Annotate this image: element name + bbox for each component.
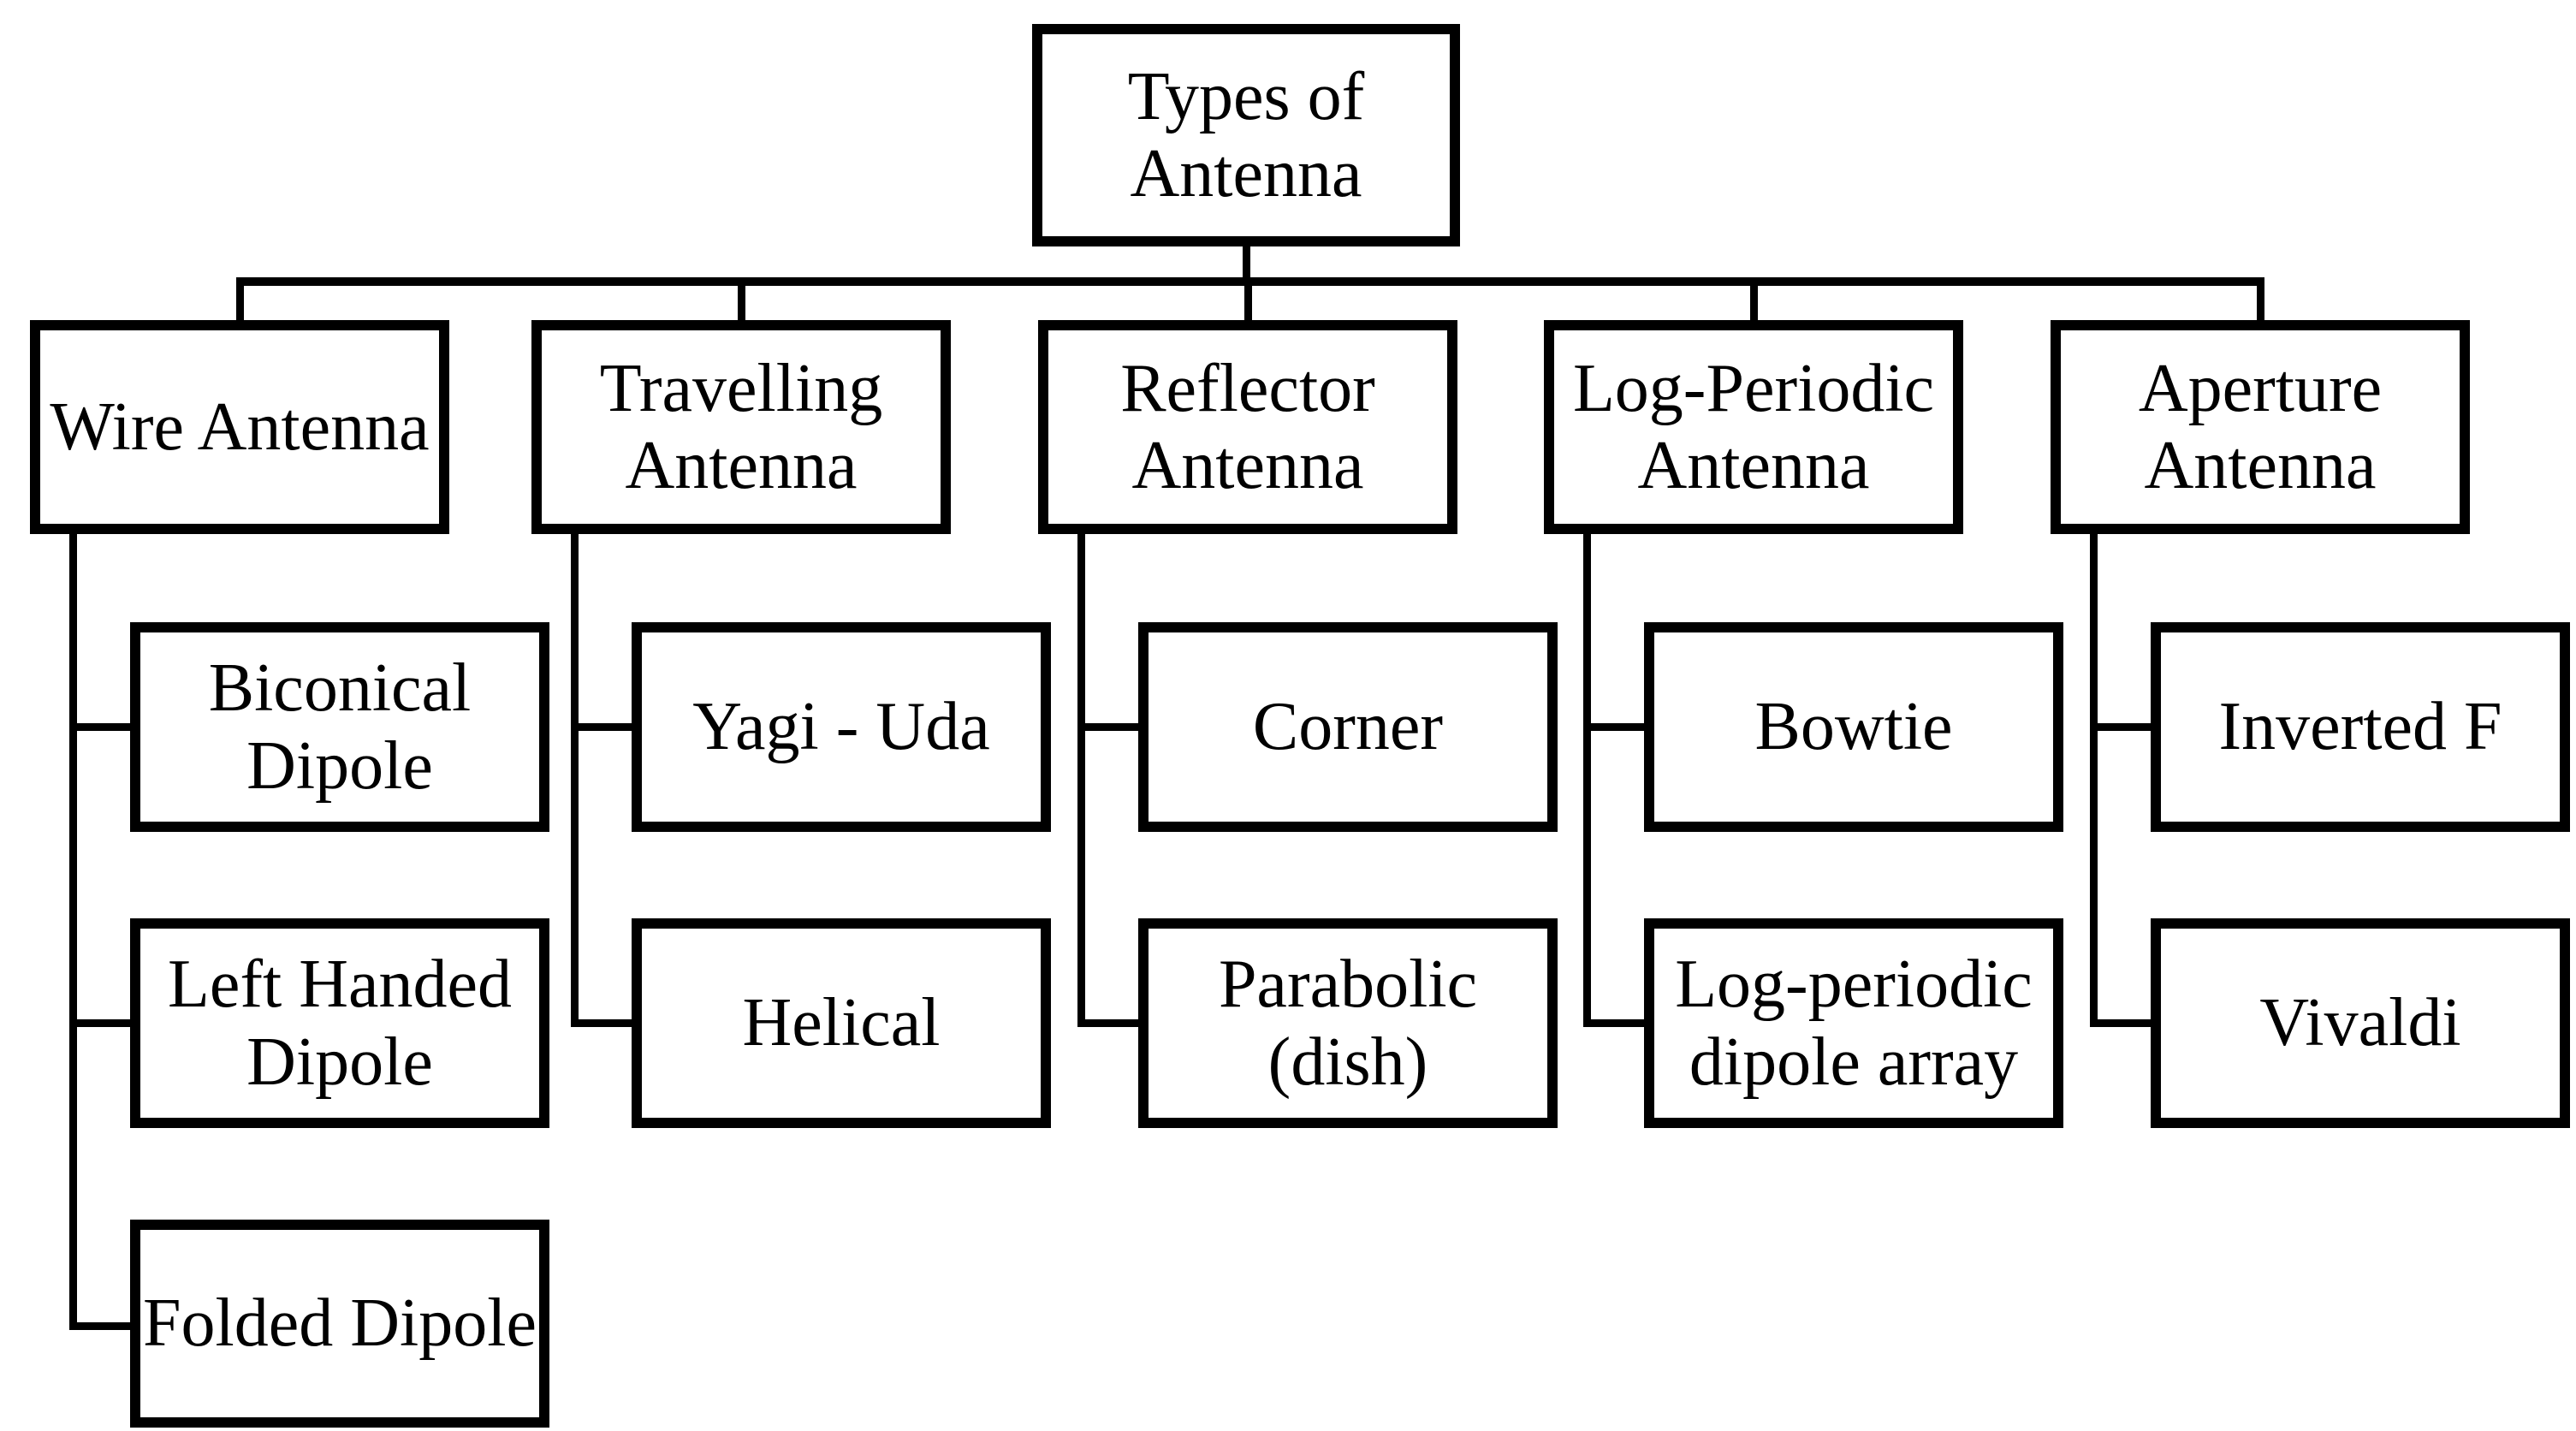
node-folded-dipole: Folded Dipole xyxy=(130,1220,549,1428)
node-label: Folded Dipole xyxy=(143,1286,537,1362)
node-types-of-antenna: Types of Antenna xyxy=(1032,24,1460,246)
node-helical: Helical xyxy=(632,918,1051,1128)
connector-branch-folded-dipole xyxy=(69,1322,134,1330)
node-label: Log-Periodic Antenna xyxy=(1572,350,1935,503)
connector-stub-reflector xyxy=(1244,282,1252,324)
node-label: Bowtie xyxy=(1754,689,1953,765)
node-left-handed-dipole: Left Handed Dipole xyxy=(130,918,549,1128)
connector-branch-vivaldi xyxy=(2090,1019,2154,1027)
connector-branch-bowtie xyxy=(1583,723,1647,731)
connector-branch-log-periodic-dipole-array xyxy=(1583,1019,1647,1027)
node-label: Reflector Antenna xyxy=(1120,350,1375,503)
node-label: Types of Antenna xyxy=(1127,58,1365,211)
connector-trunk-travelling xyxy=(571,531,579,1027)
node-label: Log-periodic dipole array xyxy=(1675,947,2033,1100)
node-parabolic-dish: Parabolic (dish) xyxy=(1138,918,1558,1128)
connector-trunk-wire xyxy=(69,531,77,1330)
node-label: Vivaldi xyxy=(2259,985,2461,1061)
connector-stub-log-periodic xyxy=(1750,282,1758,324)
connector-branch-corner xyxy=(1077,723,1142,731)
connector-stub-wire xyxy=(236,282,244,324)
node-wire-antenna: Wire Antenna xyxy=(30,320,449,534)
node-inverted-f: Inverted F xyxy=(2151,622,2570,832)
node-label: Inverted F xyxy=(2218,689,2502,765)
node-aperture-antenna: Aperture Antenna xyxy=(2051,320,2470,534)
connector-branch-yagi-uda xyxy=(571,723,635,731)
connector-trunk-aperture xyxy=(2090,531,2098,1027)
connector-bus xyxy=(236,277,2264,286)
connector-trunk-reflector xyxy=(1077,531,1085,1027)
node-reflector-antenna: Reflector Antenna xyxy=(1038,320,1457,534)
node-bowtie: Bowtie xyxy=(1644,622,2063,832)
node-label: Corner xyxy=(1252,689,1444,765)
node-label: Left Handed Dipole xyxy=(167,947,513,1100)
node-label: Aperture Antenna xyxy=(2138,350,2383,503)
connector-trunk-log-periodic xyxy=(1583,531,1591,1027)
node-label: Biconical Dipole xyxy=(208,650,472,804)
node-vivaldi: Vivaldi xyxy=(2151,918,2570,1128)
node-biconical-dipole: Biconical Dipole xyxy=(130,622,549,832)
connector-stub-travelling xyxy=(738,282,745,324)
node-log-periodic-dipole-array: Log-periodic dipole array xyxy=(1644,918,2063,1128)
node-travelling-antenna: Travelling Antenna xyxy=(531,320,951,534)
node-label: Helical xyxy=(742,985,941,1061)
node-label: Parabolic (dish) xyxy=(1218,947,1478,1100)
connector-stub-aperture xyxy=(2257,282,2264,324)
connector-branch-helical xyxy=(571,1019,635,1027)
connector-root-stub xyxy=(1243,245,1250,286)
connector-branch-biconical-dipole xyxy=(69,723,134,731)
node-label: Wire Antenna xyxy=(50,389,430,465)
connector-branch-parabolic-dish xyxy=(1077,1019,1142,1027)
connector-branch-left-handed-dipole xyxy=(69,1019,134,1027)
connector-branch-inverted-f xyxy=(2090,723,2154,731)
node-log-periodic-antenna: Log-Periodic Antenna xyxy=(1544,320,1963,534)
node-corner: Corner xyxy=(1138,622,1558,832)
node-yagi-uda: Yagi - Uda xyxy=(632,622,1051,832)
node-label: Travelling Antenna xyxy=(599,350,883,503)
node-label: Yagi - Uda xyxy=(692,689,990,765)
